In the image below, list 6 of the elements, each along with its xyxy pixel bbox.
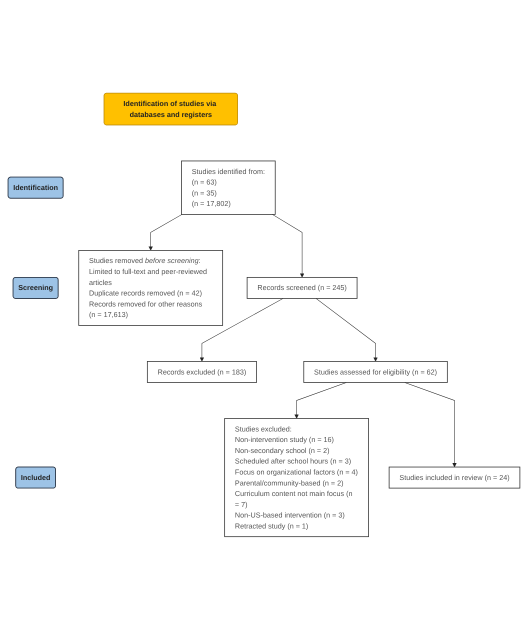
arrow [272, 214, 304, 278]
arrow [148, 214, 182, 250]
arrow [200, 298, 284, 362]
arrow [404, 382, 457, 467]
arrow [294, 382, 347, 418]
arrow [316, 298, 378, 362]
